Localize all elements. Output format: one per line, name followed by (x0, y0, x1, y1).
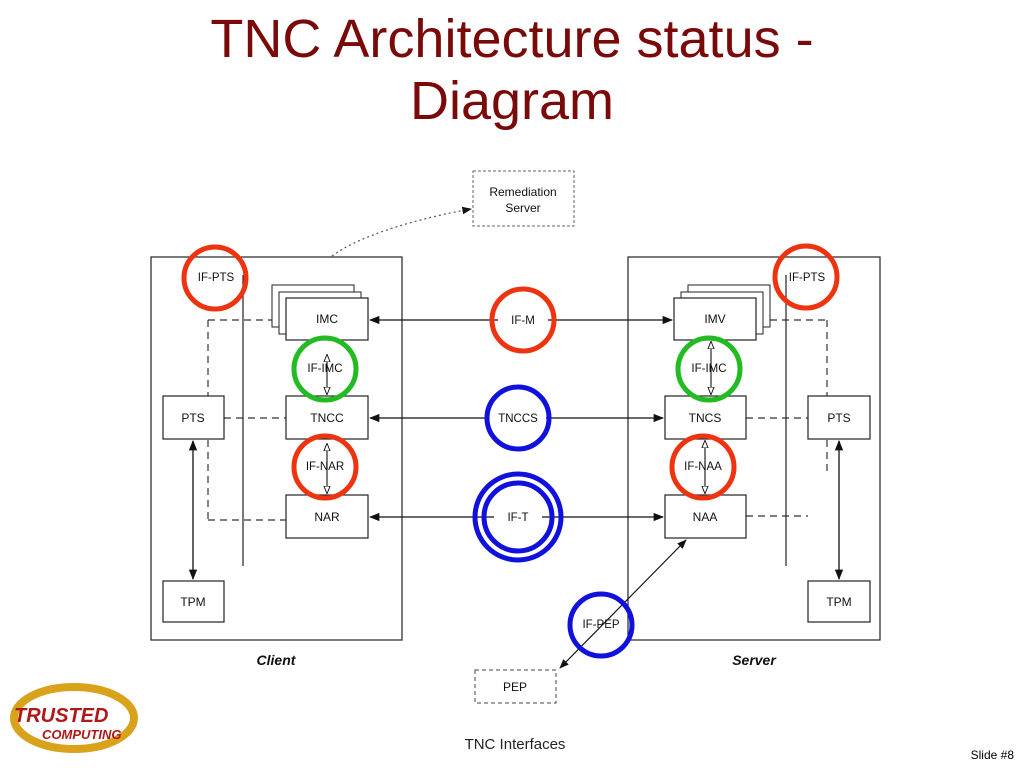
server-if-pts-label: IF-PTS (789, 272, 826, 284)
client-pts-box: PTS (162, 395, 225, 440)
tncs-box: TNCS (664, 395, 747, 440)
client-caption: Client (257, 652, 297, 668)
if-pep-label: IF-PEP (582, 619, 619, 631)
if-m-red-circle (489, 286, 557, 354)
client-dashed-connectors (207, 319, 286, 521)
client-tpm-box: TPM (162, 580, 225, 623)
slide-number: Slide #8 (970, 748, 1014, 762)
logo-text-trusted: TRUSTED (14, 705, 108, 727)
server-caption: Server (732, 652, 777, 668)
server-if-naa-red-circle (669, 433, 737, 501)
diagram-caption: TNC Interfaces (464, 736, 566, 753)
server-container (627, 256, 881, 641)
imc-label: IMC (316, 312, 338, 326)
server-pts-box: PTS (807, 395, 871, 440)
client-pts-label: PTS (181, 411, 204, 425)
server-tpm-box: TPM (807, 580, 871, 623)
tnccs-label: TNCCS (498, 413, 538, 425)
naa-label: NAA (693, 510, 718, 524)
client-tpm-label: TPM (180, 595, 205, 609)
client-if-nar-label: IF-NAR (306, 461, 344, 473)
naa-box: NAA (664, 494, 747, 539)
pep-box: PEP (474, 669, 557, 704)
tncs-label: TNCS (689, 411, 722, 425)
tncc-label: TNCC (310, 411, 344, 425)
pep-label: PEP (503, 680, 527, 694)
server-if-imc-green-circle (675, 335, 743, 403)
if-t-label: IF-T (507, 512, 528, 524)
slide-title-line-2: Diagram (409, 71, 615, 131)
tncc-box: TNCC (285, 395, 369, 440)
logo-text-computing: COMPUTING (42, 727, 121, 742)
client-container (150, 256, 403, 641)
slide-title: TNC Architecture status - Diagram (0, 8, 1024, 132)
imv-stack: IMV (673, 284, 771, 341)
remediation-server-label-2: Server (505, 201, 540, 215)
server-if-imc-label: IF-IMC (691, 363, 726, 375)
client-if-nar-red-circle (291, 433, 359, 501)
client-if-imc-label: IF-IMC (307, 363, 342, 375)
if-m-label: IF-M (511, 315, 535, 327)
server-if-pts-red-circle (772, 243, 840, 311)
server-tpm-label: TPM (826, 595, 851, 609)
if-t-blue-circle-outer (472, 471, 564, 563)
remediation-server-label-1: Remediation (489, 185, 556, 199)
remediation-server-box: Remediation Server (472, 170, 575, 227)
slide-title-line-1: TNC Architecture status - (210, 9, 814, 69)
client-if-pts-label: IF-PTS (198, 272, 235, 284)
client-if-imc-green-circle (291, 335, 359, 403)
nar-label: NAR (314, 510, 340, 524)
imc-stack: IMC (271, 284, 369, 341)
server-pts-label: PTS (827, 411, 850, 425)
server-dashed-connectors (746, 319, 828, 517)
if-t-blue-circle-inner (481, 480, 555, 554)
server-if-naa-label: IF-NAA (684, 461, 722, 473)
remediation-link (331, 206, 472, 257)
if-pep-blue-circle (567, 591, 635, 659)
client-if-pts-red-circle (181, 244, 249, 312)
nar-box: NAR (285, 494, 369, 539)
trusted-computing-logo: TRUSTED COMPUTING (10, 683, 138, 753)
tnccs-blue-circle (484, 384, 552, 452)
imv-label: IMV (704, 312, 725, 326)
